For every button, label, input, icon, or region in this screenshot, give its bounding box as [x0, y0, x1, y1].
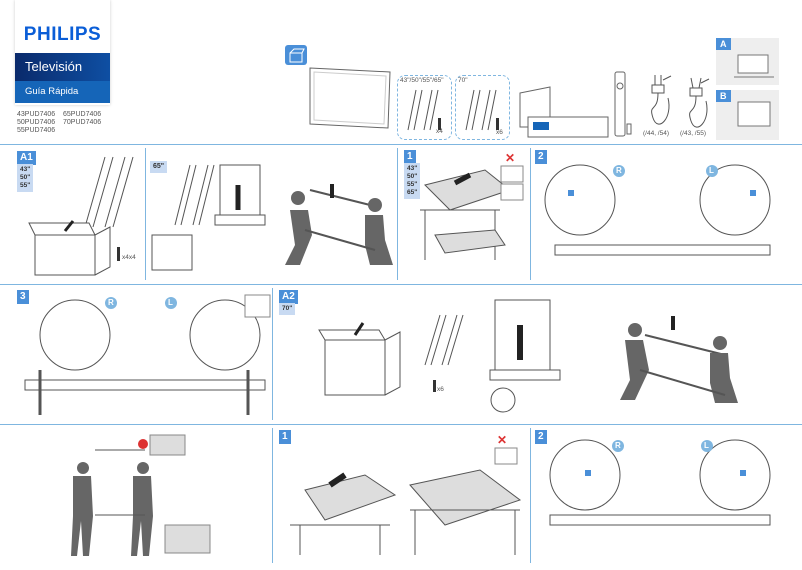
option-label: B [716, 90, 731, 102]
size: 65" [407, 189, 418, 196]
model: 70PUD7406 [63, 119, 102, 126]
step-tag-3: 3 [17, 290, 29, 304]
badge-l [701, 440, 713, 452]
stand-size-label: 70" [458, 77, 468, 84]
size: 55" [407, 181, 418, 188]
model-list: 43PUD7406 65PUD7406 50PUD7406 70PUD7406 … [17, 111, 109, 134]
size-70: 70" [279, 303, 296, 315]
badge-r [105, 297, 117, 309]
screw-count: x4x4 [122, 254, 136, 261]
step-tag-1: 1 [279, 430, 291, 444]
two-people-lifting-tv [620, 316, 738, 403]
model: 50PUD7406 [17, 119, 56, 126]
power-cord-icon [689, 77, 710, 128]
step-tag-2: 2 [535, 150, 547, 164]
size: 55" [20, 182, 31, 189]
unbox-illustration [28, 156, 134, 276]
badge-r [612, 440, 624, 452]
divider [0, 144, 802, 145]
lay-tv-on-table-illustration: ✕ [290, 433, 522, 555]
step-tag-a2: A2 [279, 290, 298, 304]
divider [530, 148, 531, 280]
size: 43" [20, 166, 31, 173]
option-a-table-stand: A [716, 38, 779, 85]
cord-label: (/44, /54) [643, 130, 670, 137]
tv-illustration [309, 67, 391, 129]
attach-stands-illustration [544, 164, 771, 256]
screw-count: x4 [436, 128, 443, 135]
stand-feet-icon [407, 89, 441, 131]
stand-kit-large: 70" x6 [455, 75, 510, 140]
label-r: R [615, 441, 621, 450]
badge-r [613, 165, 625, 177]
size-list: 43" 50" 55" 65" [404, 163, 421, 199]
size: 43" [407, 165, 418, 172]
badge-l [706, 165, 718, 177]
label-l: L [709, 166, 714, 175]
stand-kit-small: 43"/50"/55"/65" x4 [397, 75, 452, 140]
lay-tv-on-table-illustration: ✕ [420, 151, 524, 260]
product-title: Televisión [15, 53, 110, 81]
svg-text:✕: ✕ [505, 151, 515, 165]
label-l: L [704, 441, 709, 450]
brand-logo: PHILIPS [23, 24, 102, 45]
label-l: L [168, 298, 173, 307]
divider [0, 284, 802, 285]
guide-subtitle: Guía Rápida [15, 81, 110, 103]
attach-stands-illustration [549, 439, 771, 526]
tv-wall-icon [737, 101, 771, 127]
size: 50" [407, 173, 418, 180]
label-r: R [108, 298, 114, 307]
divider [530, 428, 531, 563]
unbox-70-illustration [318, 299, 561, 413]
unbox-65-illustration [151, 164, 266, 271]
model: 55PUD7406 [17, 127, 56, 134]
power-cord-icon [651, 75, 672, 125]
manual-documents-icon [519, 86, 609, 138]
screw-stands-illustration [24, 294, 271, 415]
option-b-wall-mount: B [716, 90, 779, 140]
divider [397, 148, 398, 280]
carry-tv-illustration [71, 434, 211, 556]
option-label: A [716, 38, 731, 50]
screw-count: x6 [437, 386, 444, 393]
cord-label: (/43, /55) [680, 130, 707, 137]
badge-l [165, 297, 177, 309]
size-list: 43" 50" 55" [17, 164, 34, 192]
remote-control-icon [614, 71, 632, 137]
size: 50" [20, 174, 31, 181]
stand-feet-icon [465, 89, 499, 131]
divider [272, 288, 273, 420]
philips-logo-card: PHILIPS Televisión Guía Rápida [15, 0, 110, 105]
svg-text:✕: ✕ [497, 433, 507, 447]
tv-on-stand-icon [734, 54, 774, 78]
box-open-icon [285, 45, 307, 65]
divider [145, 148, 146, 280]
two-people-lifting-tv [285, 184, 393, 265]
step-tag-2: 2 [535, 430, 547, 444]
label-r: R [616, 166, 622, 175]
divider [272, 428, 273, 563]
size-65: 65" [150, 161, 168, 173]
model: 65PUD7406 [63, 111, 102, 118]
stand-size-label: 43"/50"/55"/65" [400, 77, 444, 84]
step-tag-a1: A1 [17, 151, 36, 165]
screw-count: x6 [496, 129, 503, 136]
divider [0, 424, 802, 425]
model: 43PUD7406 [17, 111, 56, 118]
step-tag-1: 1 [404, 150, 416, 164]
